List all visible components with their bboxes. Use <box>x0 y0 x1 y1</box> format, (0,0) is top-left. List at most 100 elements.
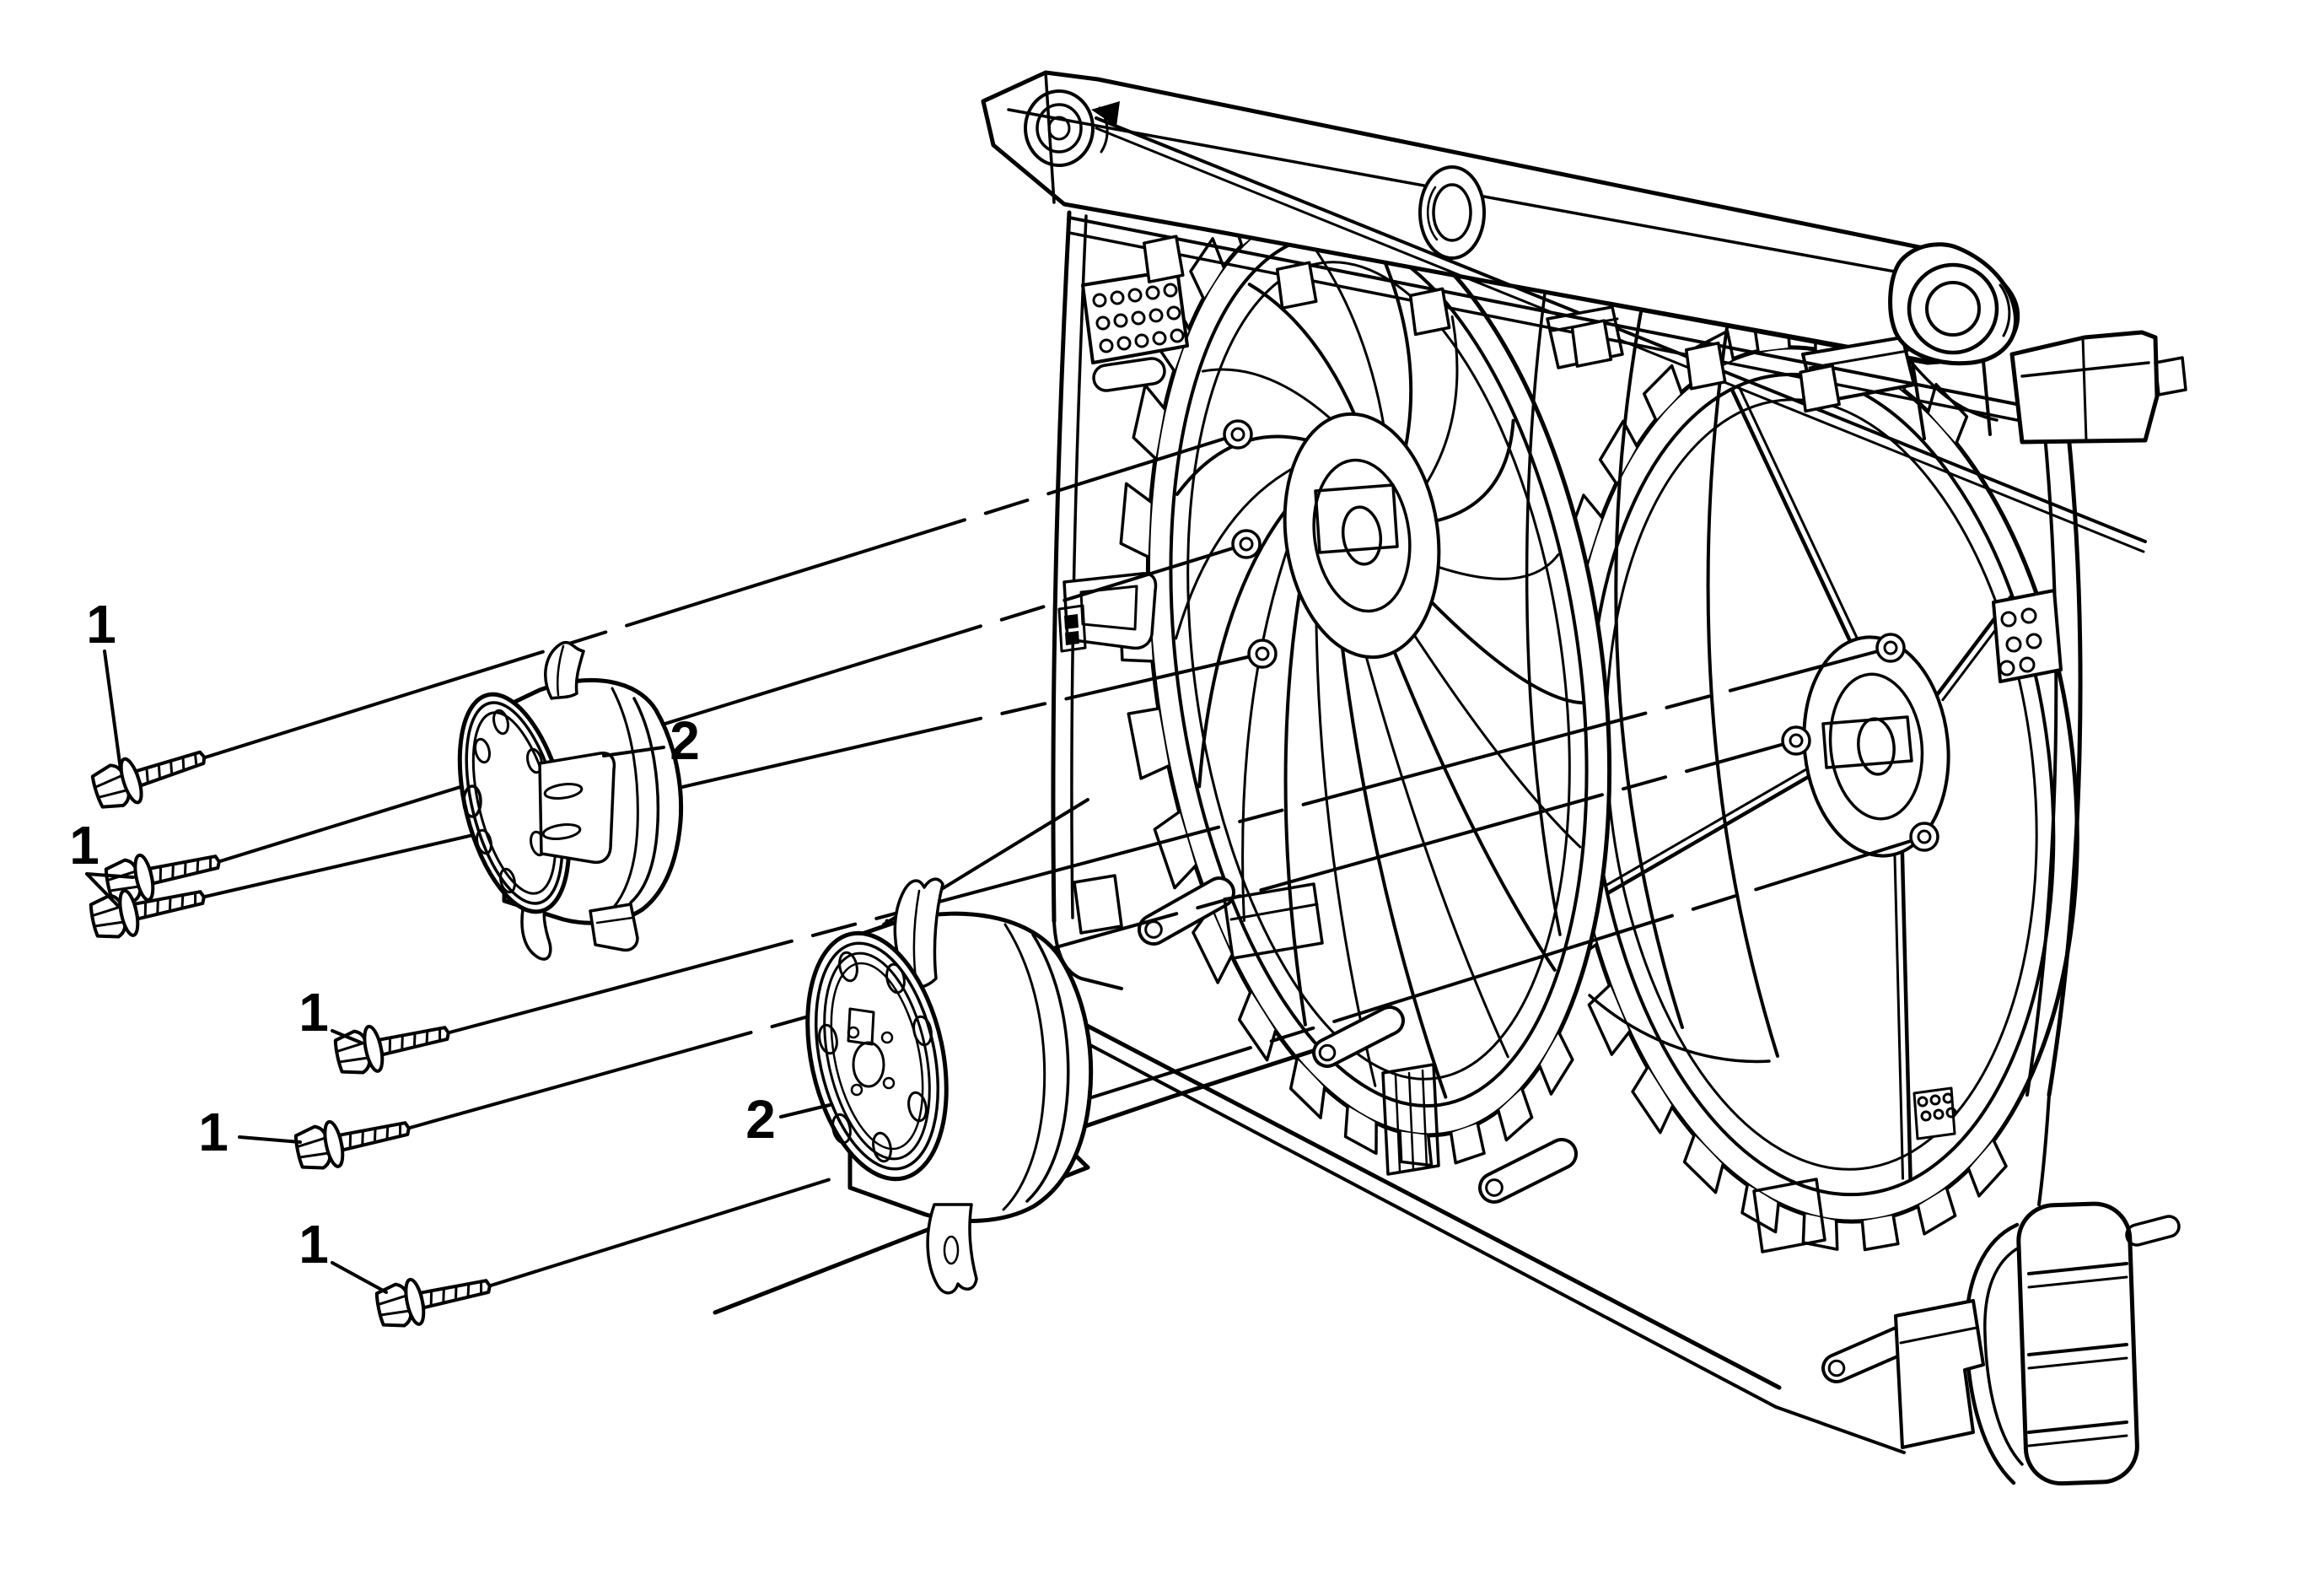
callout-bolt-2: 1 <box>69 815 100 876</box>
mount-boss <box>1223 419 1253 450</box>
perforation <box>1145 285 1160 300</box>
ring-serration <box>1449 1122 1486 1165</box>
fan-motor-lower <box>805 877 1094 1295</box>
ring-serration <box>1398 1129 1434 1167</box>
perforation <box>1166 305 1181 321</box>
rolled-rib <box>1312 1005 1405 1068</box>
projection-line <box>489 835 1926 1287</box>
perforation <box>1942 1092 1954 1104</box>
leader-line <box>331 1261 388 1294</box>
ring-serration <box>1860 1214 1900 1252</box>
callout-motor-upper: 2 <box>670 710 700 771</box>
perforation <box>2005 636 2022 653</box>
perforation <box>1917 1096 1929 1108</box>
perforation <box>1929 1094 1941 1106</box>
ring-serration <box>1119 482 1153 558</box>
flange-gusset <box>1685 341 1727 391</box>
shroud-barrel-walls <box>1525 267 1779 1064</box>
ring-serration <box>1497 1087 1534 1142</box>
ring-serration <box>1966 1139 2008 1198</box>
perforation <box>1110 290 1125 305</box>
foot-slot <box>2027 1420 2128 1434</box>
left-mount-eyelet <box>1024 89 1095 167</box>
motor-shaft <box>462 784 482 818</box>
perforation <box>1149 308 1164 323</box>
perforation <box>2019 656 2036 673</box>
motor-bottom-tab <box>520 906 552 961</box>
perforation <box>1945 1107 1957 1119</box>
fan-blade <box>1433 418 1515 523</box>
drain-stud <box>2125 1215 2181 1247</box>
rail-clip <box>1057 604 1087 653</box>
rib-end <box>1827 1359 1846 1377</box>
projection-line <box>448 646 1892 1034</box>
foot-slot <box>2027 1343 2128 1356</box>
ring-serration <box>1237 989 1278 1062</box>
hub-arm-edge <box>1738 385 1859 640</box>
perforation <box>1116 336 1132 351</box>
perforation <box>1095 315 1111 331</box>
leader-line <box>602 746 665 757</box>
mounting-bolt-1 <box>87 733 213 816</box>
callout-bolt-5: 1 <box>299 1214 329 1275</box>
foot-slot <box>2027 1356 2128 1370</box>
right-foot-bracket <box>2016 1201 2139 1486</box>
right-spout <box>2154 356 2187 396</box>
ring-serration <box>1132 383 1166 461</box>
fan-blade <box>1197 507 1289 789</box>
tie-rod <box>1095 116 2147 543</box>
leader-line <box>103 650 122 771</box>
callout-labels: 1 1 1 1 1 2 2 <box>69 594 776 1275</box>
rod-arrowhead <box>1091 101 1120 127</box>
rolled-rib <box>1138 876 1235 946</box>
mount-boss-hole <box>1883 640 1898 655</box>
ring-serration <box>1538 1031 1574 1096</box>
motor-bottom-tab <box>926 1203 978 1295</box>
foot-slot <box>2027 1262 2128 1275</box>
hub-arm-edge <box>1603 768 1807 887</box>
fan-blade-edge <box>1364 653 1509 1059</box>
flange-gusset <box>1570 319 1613 368</box>
perforation <box>2025 633 2042 650</box>
shroud-right-side <box>1894 330 2187 1486</box>
perforation <box>1999 660 2015 676</box>
motor-connector <box>589 903 639 952</box>
mount-boss-hole <box>1230 427 1245 442</box>
mount-boss <box>1909 822 1939 852</box>
ring-serration <box>1288 1057 1326 1119</box>
motor-face-holes <box>818 951 933 1163</box>
flange-gusset <box>1143 234 1185 283</box>
projection-line <box>203 652 1264 898</box>
fan-blade <box>1283 588 1307 1027</box>
projection-line <box>408 739 1798 1129</box>
ring-serration <box>1642 364 1683 422</box>
rib-end <box>1485 1178 1504 1197</box>
mounting-bolt-6 <box>372 1262 497 1334</box>
shroud-left-rail <box>1051 210 1189 990</box>
flange-gusset <box>1408 287 1451 337</box>
perforation <box>1170 328 1185 343</box>
flange-bracket <box>1223 882 1324 960</box>
leader-line <box>779 1103 831 1119</box>
left-fan <box>1117 194 1612 1167</box>
mount-boss-hole <box>1789 733 1804 748</box>
fan-blade-edge <box>1423 315 1459 487</box>
rolled-rib <box>1478 1138 1578 1204</box>
perforation <box>1092 293 1107 308</box>
callout-bolt-1: 1 <box>86 594 116 655</box>
projection-line <box>203 433 1240 759</box>
perforation <box>2020 607 2037 624</box>
ring-serration <box>1631 1065 1674 1135</box>
fan-blade <box>1247 283 1358 419</box>
foot-slot <box>2027 1434 2128 1447</box>
motor-face <box>805 930 949 1182</box>
fan-blade-edge <box>1201 368 1334 423</box>
right-fan-hub <box>1802 635 1950 858</box>
hub-arm <box>1900 849 1912 1181</box>
motor-bracket <box>538 752 616 865</box>
fan-blade-edge <box>1175 466 1297 640</box>
fan-shroud-assembly <box>713 70 2187 1486</box>
mount-boss-hole <box>1255 646 1270 661</box>
